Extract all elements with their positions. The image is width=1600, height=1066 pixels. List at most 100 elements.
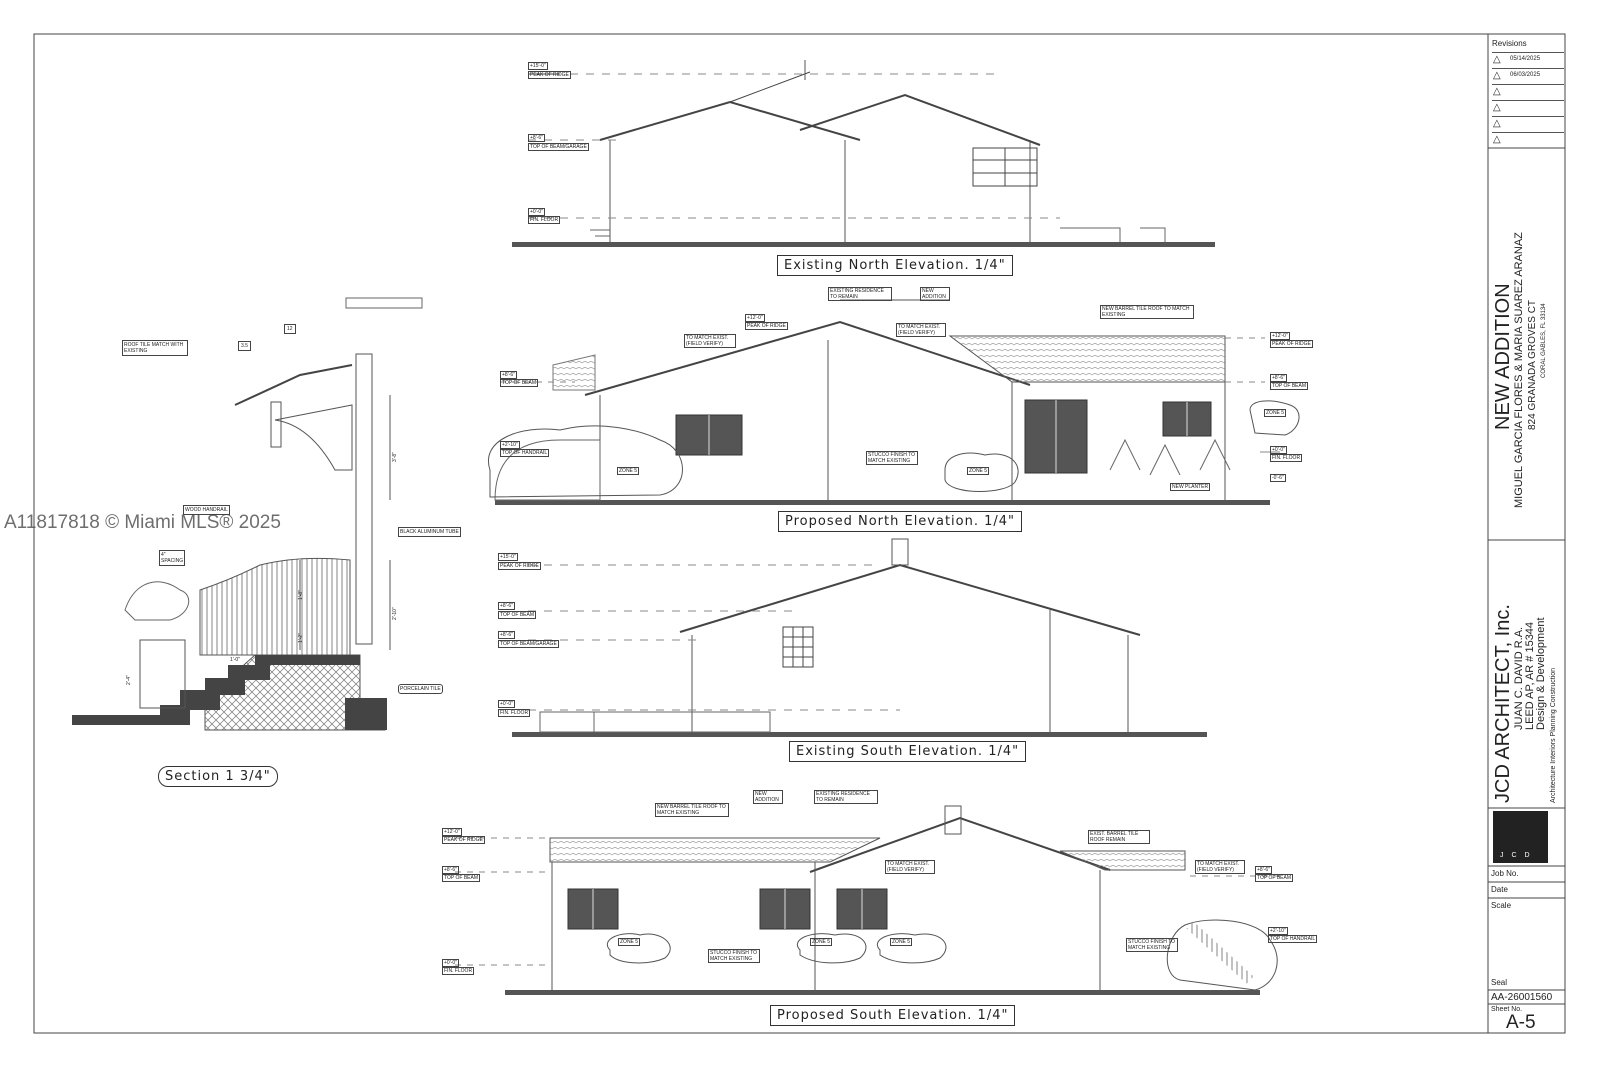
level-12-right-proposed-north: +12'-0" <box>1270 332 1290 340</box>
stucco-note-proposed-north: STUCCO FINISH TO MATCH EXISTING <box>866 451 918 465</box>
revisions-label: Revisions <box>1492 39 1527 48</box>
level-8-6-existing-north: +8'-6" <box>528 134 545 142</box>
fin-floor-proposed-south: FIN. FLOOR <box>442 967 475 975</box>
project-city: CORAL GABLES, FL 33134 <box>1541 303 1547 378</box>
level-8-6-proposed-north: +8'-6" <box>500 371 517 379</box>
note-black-aluminum-tube: BLACK ALUMINUM TUBE <box>398 527 461 537</box>
new-addition-note-north: NEW ADDITION <box>920 287 950 301</box>
new-addition-note-south: NEW ADDITION <box>753 790 783 804</box>
level-8-6-existing-south: +8'-6" <box>498 602 515 610</box>
caption-proposed-north: Proposed North Elevation. 1/4" <box>778 511 1023 532</box>
revision-row: △ <box>1492 84 1564 99</box>
level-8-6-proposed-south: +8'-6" <box>442 866 459 874</box>
fin-floor-right-proposed-north: FIN. FLOOR <box>1270 454 1303 462</box>
caption-section-1: Section 1 3/4" <box>158 766 278 787</box>
top-of-beam-right-proposed-south: TOP OF BEAM <box>1255 874 1293 882</box>
top-of-beam-garage-existing-north: TOP OF BEAM/GARAGE <box>528 143 589 151</box>
new-planter-note: NEW PLANTER <box>1170 483 1211 491</box>
zone-label-south-left: ZONE 5 <box>618 938 641 946</box>
existing-south-elevation <box>512 538 1207 737</box>
firm-tagline: Design & Development <box>1535 617 1547 730</box>
fin-floor-existing-south: FIN. FLOOR <box>498 709 531 717</box>
level-2-10-proposed-south: +2'-10" <box>1268 927 1288 935</box>
top-of-beam-right-proposed-north: TOP OF BEAM <box>1270 382 1308 390</box>
caption-existing-north: Existing North Elevation. 1/4" <box>777 255 1013 276</box>
zone-label-north-left: ZONE 5 <box>617 467 640 475</box>
zone-label-north-mid: ZONE 5 <box>967 467 990 475</box>
revision-row: △05/14/2025 <box>1492 52 1564 67</box>
sheet-number: A-5 <box>1506 1012 1536 1033</box>
existing-residence-note-north: EXISTING RESIDENCE TO REMAIN <box>828 287 892 301</box>
top-of-handrail-proposed-south: TOP OF HANDRAIL <box>1268 935 1318 943</box>
triangle-icon: △ <box>1493 118 1501 129</box>
top-of-beam-existing-south: TOP OF BEAM <box>498 611 536 619</box>
level-0-right-proposed-north: +0'-0" <box>1270 446 1287 454</box>
note-spacing: 4" SPACING <box>159 550 185 566</box>
project-title: NEW ADDITION <box>1492 283 1514 430</box>
triangle-icon: △ <box>1493 70 1501 81</box>
caption-existing-south: Existing South Elevation. 1/4" <box>789 741 1027 762</box>
seal-number: AA-26001560 <box>1491 992 1553 1003</box>
peak-of-ridge-existing-south: PEAK OF RIDGE <box>498 562 541 570</box>
level-15-existing-north: +15'-0" <box>528 62 548 70</box>
new-barrel-tile-note-south: NEW BARREL TILE ROOF TO MATCH EXISTING <box>655 803 729 817</box>
zone-label-north-right: ZONE 5 <box>1264 409 1287 417</box>
stucco-note-south-left: STUCCO FINISH TO MATCH EXISTING <box>708 949 760 963</box>
proposed-north-elevation <box>487 299 1300 505</box>
level-2-10-proposed-north: +2'-10" <box>500 441 520 449</box>
top-of-beam-proposed-north: TOP OF BEAM <box>500 379 538 387</box>
to-match-note-north-right: TO MATCH EXIST. (FIELD VERIFY) <box>896 323 946 337</box>
level-15-existing-south: +15'-0" <box>498 553 518 561</box>
scale-label: Scale <box>1491 901 1512 910</box>
peak-of-ridge-proposed-south: PEAK OF RIDGE <box>442 836 485 844</box>
ref-35: 3.5 <box>238 341 251 351</box>
section-dim-2: 1'-8" <box>298 590 304 600</box>
triangle-icon: △ <box>1493 102 1501 113</box>
revision-row: △06/03/2025 <box>1492 68 1564 83</box>
section-dim-4: 1'-2" <box>298 633 304 643</box>
date-label: Date <box>1491 885 1508 894</box>
peak-of-ridge-right-proposed-north: PEAK OF RIDGE <box>1270 340 1313 348</box>
peak-of-ridge-proposed-north: PEAK OF RIDGE <box>745 322 788 330</box>
triangle-icon: △ <box>1493 86 1501 97</box>
note-wood-handrail: WOOD HANDRAIL <box>183 505 230 515</box>
proposed-south-elevation <box>455 805 1285 995</box>
to-match-note-south-mid: TO MATCH EXIST. (FIELD VERIFY) <box>885 860 935 874</box>
level-13-proposed-north: +12'-0" <box>745 314 765 322</box>
section-dim-6: 1'-0" <box>230 657 240 663</box>
peak-of-ridge-existing-north: PEAK OF RIDGE <box>528 71 571 79</box>
top-of-beam-garage-existing-south: TOP OF BEAM/GARAGE <box>498 640 559 648</box>
revision-row: △ <box>1492 116 1564 131</box>
to-match-note-north-left: TO MATCH EXIST. (FIELD VERIFY) <box>684 334 736 348</box>
existing-north-elevation <box>512 60 1215 247</box>
level-neg-0-6-proposed-north: -0'-6" <box>1270 474 1286 482</box>
existing-residence-note-south: EXISTING RESIDENCE TO REMAIN <box>814 790 878 804</box>
fin-floor-existing-north: FIN. FLOOR <box>528 216 561 224</box>
level-8-6-right-proposed-south: +8'-6" <box>1255 866 1272 874</box>
revision-date: 05/14/2025 <box>1510 56 1541 62</box>
exist-barrel-tile-note-south: EXIST. BARREL TILE ROOF REMAIN <box>1088 830 1150 844</box>
level-0-existing-north: +0'-0" <box>528 208 545 216</box>
level-8-6-right-proposed-north: +8'-6" <box>1270 374 1287 382</box>
level-0-proposed-south: +0'-0" <box>442 959 459 967</box>
caption-proposed-south: Proposed South Elevation. 1/4" <box>770 1005 1016 1026</box>
firm-services: Architecture Interiors Planning Construc… <box>1550 667 1557 803</box>
revision-row: △ <box>1492 100 1564 115</box>
to-match-note-south-right: TO MATCH EXIST. (FIELD VERIFY) <box>1195 860 1245 874</box>
section-dim-3: 2'-10" <box>392 607 398 620</box>
firm-logo: J C D <box>1500 852 1533 859</box>
level-12-proposed-south: +12'-0" <box>442 828 462 836</box>
zone-label-south-right: ZONE 5 <box>890 938 913 946</box>
revision-row: △ <box>1492 132 1564 147</box>
title-block-frame <box>1487 33 1566 1034</box>
stucco-note-south-right: STUCCO FINISH TO MATCH EXISTING <box>1126 938 1178 952</box>
mls-watermark: A11817818 © Miami MLS® 2025 <box>4 512 281 533</box>
new-barrel-tile-note-north: NEW BARREL TILE ROOF TO MATCH EXISTING <box>1100 305 1194 319</box>
level-0-existing-south: +0'-0" <box>498 700 515 708</box>
seal-label: Seal <box>1491 978 1508 987</box>
job-no-label: Job No. <box>1491 869 1519 878</box>
section-dim-5: 2'-4" <box>126 675 132 685</box>
note-roof-tile: ROOF TILE MATCH WITH EXISTING <box>122 340 188 356</box>
section-dim-1: 3'-8" <box>392 452 398 462</box>
